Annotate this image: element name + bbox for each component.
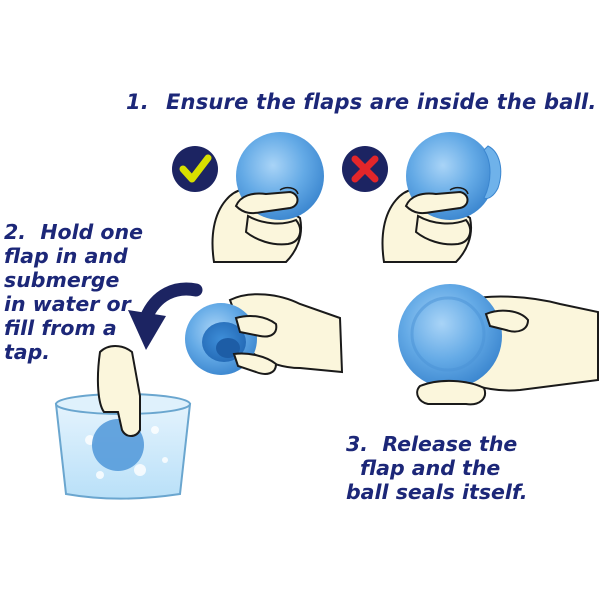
step-1-text: 1. Ensure the flaps are inside the ball. [126,90,597,114]
cross-icon [351,155,379,183]
hand-holding-ball-incorrect [381,132,502,263]
step-1-number: 1. [126,90,149,114]
correct-badge [172,146,218,192]
step-1-line: Ensure the flaps are inside the ball. [166,90,597,114]
step-2-number: 2. [4,220,27,244]
arrow-icon [139,282,203,325]
step-2-line-3: submerge [4,268,120,292]
step-3-line-2: flap and the [360,456,501,480]
hand-holding-flap [185,293,344,375]
incorrect-example [342,132,502,263]
step-3-line-1-text: Release the [382,432,518,456]
step-2-line-6: tap. [4,340,51,364]
step-3-line-1: 3. Release the [346,432,528,456]
correct-example [172,132,324,263]
hand-holding-ball-correct [211,132,324,263]
step-2-line-1: 2. Hold one [4,220,143,244]
step-2-line-4: in water or [4,292,131,316]
step-3-number: 3. [346,432,369,456]
step-2-line-2: flap in and [4,244,128,268]
step-2-text: 2. Hold one flap in and submerge in wate… [4,220,143,364]
step-3-text: 3. Release the flap and the ball seals i… [346,432,528,504]
step-2-line-5: fill from a [4,316,117,340]
hand-in-water [96,345,141,437]
step-3-line-3: ball seals itself. [346,480,528,504]
sealed-ball-example [398,284,599,406]
step-2-line-1-text: Hold one [40,220,144,244]
ball-flap-outside [483,145,502,199]
water-cup [54,345,192,500]
checkmark-icon [179,154,212,183]
ball [398,284,502,388]
arrowhead [128,310,166,350]
